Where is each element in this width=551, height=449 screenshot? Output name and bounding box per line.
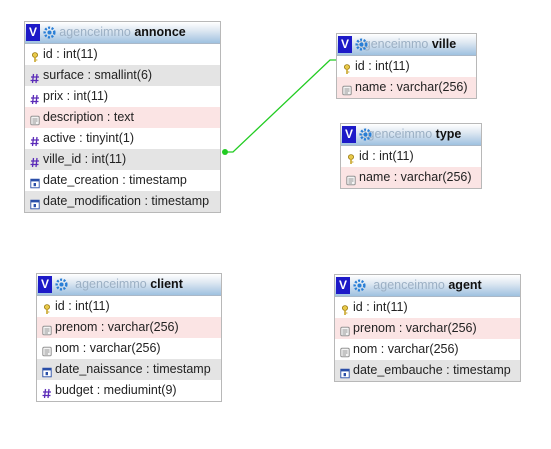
table-type[interactable]: V agenceimmo type id : int(11) name : va…	[340, 123, 482, 189]
field-label: date_naissance : timestamp	[55, 362, 211, 376]
field-row[interactable]: description : text	[25, 107, 220, 128]
field-label: prix : int(11)	[43, 89, 109, 103]
field-row[interactable]: id : int(11)	[335, 297, 520, 318]
field-row[interactable]: date_naissance : timestamp	[37, 359, 221, 380]
text-icon	[340, 323, 350, 337]
field-row[interactable]: prenom : varchar(256)	[335, 318, 520, 339]
gear-icon[interactable]	[355, 38, 368, 51]
field-label: prenom : varchar(256)	[353, 321, 477, 335]
field-label: name : varchar(256)	[359, 170, 472, 184]
field-label: id : int(11)	[55, 299, 110, 313]
table-agent[interactable]: V agenceimmo agent id : int(11) prenom :…	[334, 274, 521, 382]
key-icon	[42, 301, 52, 314]
field-label: surface : smallint(6)	[43, 68, 153, 82]
gear-icon[interactable]	[359, 128, 372, 141]
collapse-toggle-button[interactable]: V	[342, 126, 356, 143]
field-row[interactable]: active : tinyint(1)	[25, 128, 220, 149]
relation-annonce-ville-line[interactable]	[225, 59, 336, 153]
hash-icon	[30, 70, 40, 84]
field-label: date_creation : timestamp	[43, 173, 187, 187]
field-row[interactable]: nom : varchar(256)	[37, 338, 221, 359]
text-icon	[340, 344, 350, 358]
database-name: agenceimmo	[360, 127, 433, 141]
database-name: agenceimmo	[356, 37, 429, 51]
field-label: id : int(11)	[43, 47, 98, 61]
database-name: agenceimmo	[373, 278, 445, 292]
field-row[interactable]: budget : mediumint(9)	[37, 380, 221, 401]
field-label: id : int(11)	[353, 300, 408, 314]
collapse-toggle-button[interactable]: V	[38, 276, 52, 293]
table-name: client	[150, 277, 183, 291]
text-icon	[42, 322, 52, 336]
hash-icon	[30, 154, 40, 168]
field-label: ville_id : int(11)	[43, 152, 127, 166]
text-icon	[346, 172, 356, 186]
table-header[interactable]: V agenceimmo client	[37, 274, 221, 296]
text-icon	[42, 343, 52, 357]
gear-icon[interactable]	[43, 26, 56, 39]
field-row[interactable]: nom : varchar(256)	[335, 339, 520, 360]
text-icon	[30, 112, 40, 126]
collapse-toggle-button[interactable]: V	[26, 24, 40, 41]
table-name: ville	[431, 37, 457, 51]
table-header[interactable]: V agenceimmo ville	[337, 34, 476, 56]
table-annonce[interactable]: V agenceimmo annonce id : int(11) surfac…	[24, 21, 221, 213]
table-name: type	[435, 127, 462, 141]
hash-icon	[42, 385, 52, 399]
relation-endpoint-dot	[222, 149, 228, 155]
key-icon	[340, 302, 350, 315]
field-label: date_embauche : timestamp	[353, 363, 511, 377]
gear-icon[interactable]	[353, 279, 366, 292]
field-row[interactable]: id : int(11)	[37, 296, 221, 317]
database-name: agenceimmo	[75, 277, 147, 291]
field-row[interactable]: ville_id : int(11)	[25, 149, 220, 170]
field-row[interactable]: date_embauche : timestamp	[335, 360, 520, 381]
field-row[interactable]: id : int(11)	[341, 146, 481, 167]
table-client[interactable]: V agenceimmo client id : int(11) prenom …	[36, 273, 222, 402]
calendar-icon	[42, 364, 52, 378]
key-icon	[342, 61, 352, 74]
field-label: budget : mediumint(9)	[55, 383, 177, 397]
text-icon	[342, 82, 352, 96]
table-name: annonce	[134, 25, 186, 39]
calendar-icon	[30, 175, 40, 189]
database-name: agenceimmo	[59, 25, 131, 39]
field-row[interactable]: name : varchar(256)	[337, 77, 476, 98]
field-label: id : int(11)	[359, 149, 414, 163]
calendar-icon	[30, 196, 40, 210]
field-row[interactable]: prenom : varchar(256)	[37, 317, 221, 338]
field-row[interactable]: id : int(11)	[337, 56, 476, 77]
hash-icon	[30, 91, 40, 105]
field-row[interactable]: name : varchar(256)	[341, 167, 481, 188]
key-icon	[346, 151, 356, 164]
table-header[interactable]: V agenceimmo agent	[335, 275, 520, 297]
table-name: agent	[448, 278, 482, 292]
field-label: description : text	[43, 110, 135, 124]
field-label: prenom : varchar(256)	[55, 320, 179, 334]
field-row[interactable]: date_modification : timestamp	[25, 191, 220, 212]
table-header[interactable]: V agenceimmo type	[341, 124, 481, 146]
calendar-icon	[340, 365, 350, 379]
field-row[interactable]: id : int(11)	[25, 44, 220, 65]
field-label: id : int(11)	[355, 59, 410, 73]
field-label: date_modification : timestamp	[43, 194, 210, 208]
field-label: name : varchar(256)	[355, 80, 468, 94]
table-ville[interactable]: V agenceimmo ville id : int(11) name : v…	[336, 33, 477, 99]
collapse-toggle-button[interactable]: V	[338, 36, 352, 53]
field-label: active : tinyint(1)	[43, 131, 135, 145]
field-label: nom : varchar(256)	[353, 342, 459, 356]
field-row[interactable]: date_creation : timestamp	[25, 170, 220, 191]
table-header[interactable]: V agenceimmo annonce	[25, 22, 220, 44]
field-row[interactable]: prix : int(11)	[25, 86, 220, 107]
field-row[interactable]: surface : smallint(6)	[25, 65, 220, 86]
collapse-toggle-button[interactable]: V	[336, 277, 350, 294]
key-icon	[30, 49, 40, 62]
gear-icon[interactable]	[55, 278, 68, 291]
hash-icon	[30, 133, 40, 147]
field-label: nom : varchar(256)	[55, 341, 161, 355]
